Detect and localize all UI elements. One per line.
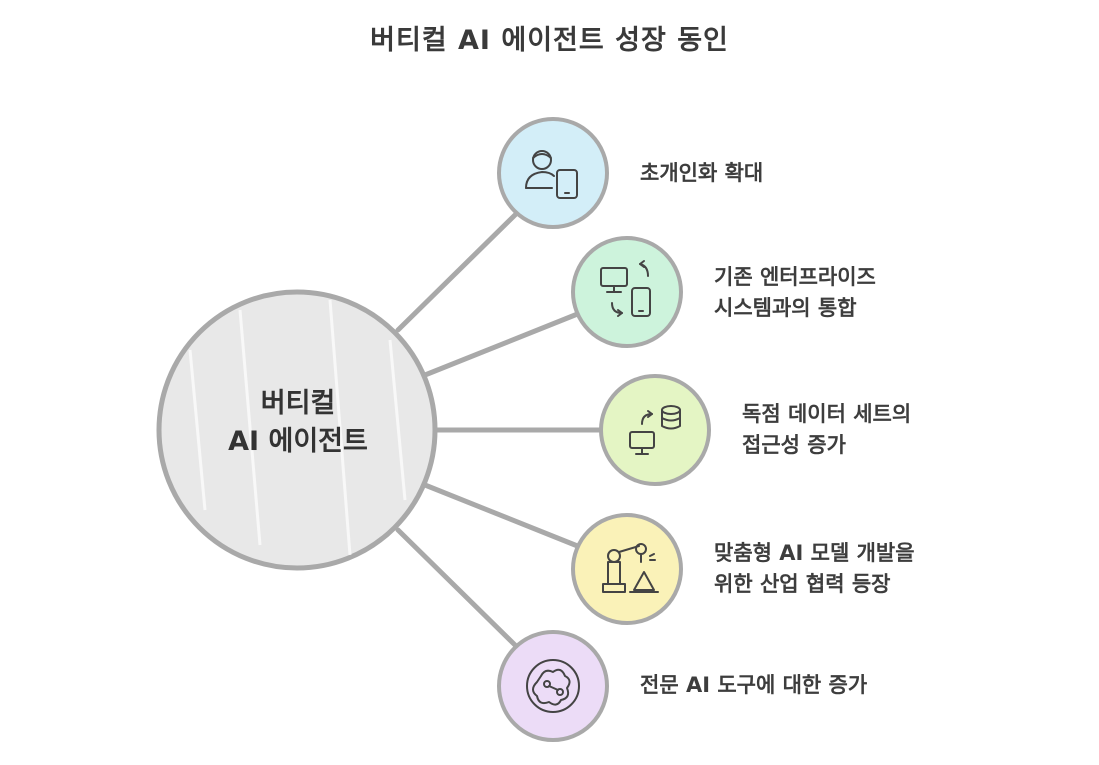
node-label-4: 맞춤형 AI 모델 개발을 위한 산업 협력 등장 xyxy=(714,538,915,600)
node-label-1-line1: 초개인화 확대 xyxy=(640,161,764,185)
node-label-5-line1: 전문 AI 도구에 대한 증가 xyxy=(640,673,868,697)
node-label-4-line1: 맞춤형 AI 모델 개발을 xyxy=(714,541,915,565)
node-label-4-line2: 위한 산업 협력 등장 xyxy=(714,572,891,596)
node-label-3-line2: 접근성 증가 xyxy=(742,433,846,457)
node-circle-4 xyxy=(571,513,683,625)
robot-arm-icon xyxy=(602,543,659,593)
person-tablet-icon xyxy=(525,150,578,199)
node-circle-5 xyxy=(497,630,609,742)
monitor-phone-sync-icon xyxy=(600,260,651,317)
node-label-2: 기존 엔터프라이즈 시스템과의 통합 xyxy=(714,262,876,324)
node-circle-1 xyxy=(497,117,609,229)
node-label-5: 전문 AI 도구에 대한 증가 xyxy=(640,670,867,701)
center-label: 버티컬 AI 에이전트 xyxy=(160,385,436,461)
node-label-3-line1: 독점 데이터 세트의 xyxy=(742,402,912,426)
node-label-3: 독점 데이터 세트의 접근성 증가 xyxy=(742,399,911,461)
gear-circuit-icon xyxy=(526,659,580,713)
center-label-line1: 버티컬 xyxy=(260,388,336,419)
connector-line-2 xyxy=(422,310,583,378)
node-label-2-line2: 시스템과의 통합 xyxy=(714,296,857,320)
node-label-1: 초개인화 확대 xyxy=(640,158,763,189)
database-transfer-icon xyxy=(629,405,681,455)
node-label-2-line1: 기존 엔터프라이즈 xyxy=(714,265,876,289)
node-circle-2 xyxy=(571,236,683,348)
center-texture xyxy=(188,299,407,556)
connector-line-4 xyxy=(422,482,583,550)
connector-line-1 xyxy=(395,212,518,333)
connector-line-5 xyxy=(395,527,518,648)
center-label-line2: AI 에이전트 xyxy=(228,426,368,457)
center-circle xyxy=(156,289,438,571)
node-circle-3 xyxy=(599,374,711,486)
diagram-title: 버티컬 AI 에이전트 성장 동인 xyxy=(370,25,729,56)
